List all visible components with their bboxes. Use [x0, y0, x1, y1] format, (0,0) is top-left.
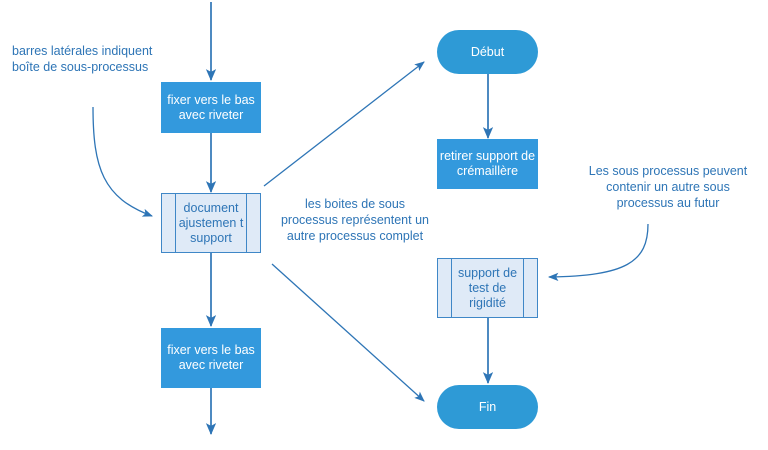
- subprocess-right-bar: [523, 259, 524, 317]
- edge-document-to-debut: [263, 61, 425, 187]
- annotation-text: barres latérales indiquent boîte de sous…: [12, 44, 153, 74]
- annotation-sous-processus-futur: Les sous processus peuvent contenir un a…: [578, 163, 758, 211]
- node-label: support de test de rigidité: [457, 265, 518, 310]
- node-fixer-vers-le-bas-bottom[interactable]: fixer vers le bas avec riveter: [161, 328, 261, 388]
- annotation-text: les boites de sous processus représenten…: [280, 197, 429, 243]
- node-label: document ajustemen t support: [178, 200, 244, 245]
- node-document-ajustement-support[interactable]: document ajustemen t support: [161, 193, 261, 253]
- edge-note-to-document: [92, 106, 153, 217]
- node-label: fixer vers le bas avec riveter: [167, 343, 255, 372]
- node-fixer-vers-le-bas-top[interactable]: fixer vers le bas avec riveter: [161, 82, 261, 133]
- node-retirer-support-cremaillere[interactable]: retirer support de crémaillère: [437, 139, 538, 189]
- subprocess-right-bar: [246, 194, 247, 252]
- node-label: Début: [470, 44, 505, 59]
- edge-note-to-support: [547, 223, 649, 282]
- annotation-text: Les sous processus peuvent contenir un a…: [588, 164, 748, 210]
- annotation-boites-sous-processus: les boites de sous processus représenten…: [276, 196, 434, 244]
- node-label: retirer support de crémaillère: [439, 149, 536, 178]
- edge-document-to-fin: [271, 263, 425, 402]
- node-debut[interactable]: Début: [437, 30, 538, 74]
- subprocess-left-bar: [451, 259, 452, 317]
- annotation-barres-laterales: barres latérales indiquent boîte de sous…: [12, 43, 172, 75]
- node-label: Fin: [478, 399, 497, 414]
- subprocess-left-bar: [175, 194, 176, 252]
- node-label: fixer vers le bas avec riveter: [167, 92, 255, 122]
- node-support-test-rigidite[interactable]: support de test de rigidité: [437, 258, 538, 318]
- node-fin[interactable]: Fin: [437, 385, 538, 429]
